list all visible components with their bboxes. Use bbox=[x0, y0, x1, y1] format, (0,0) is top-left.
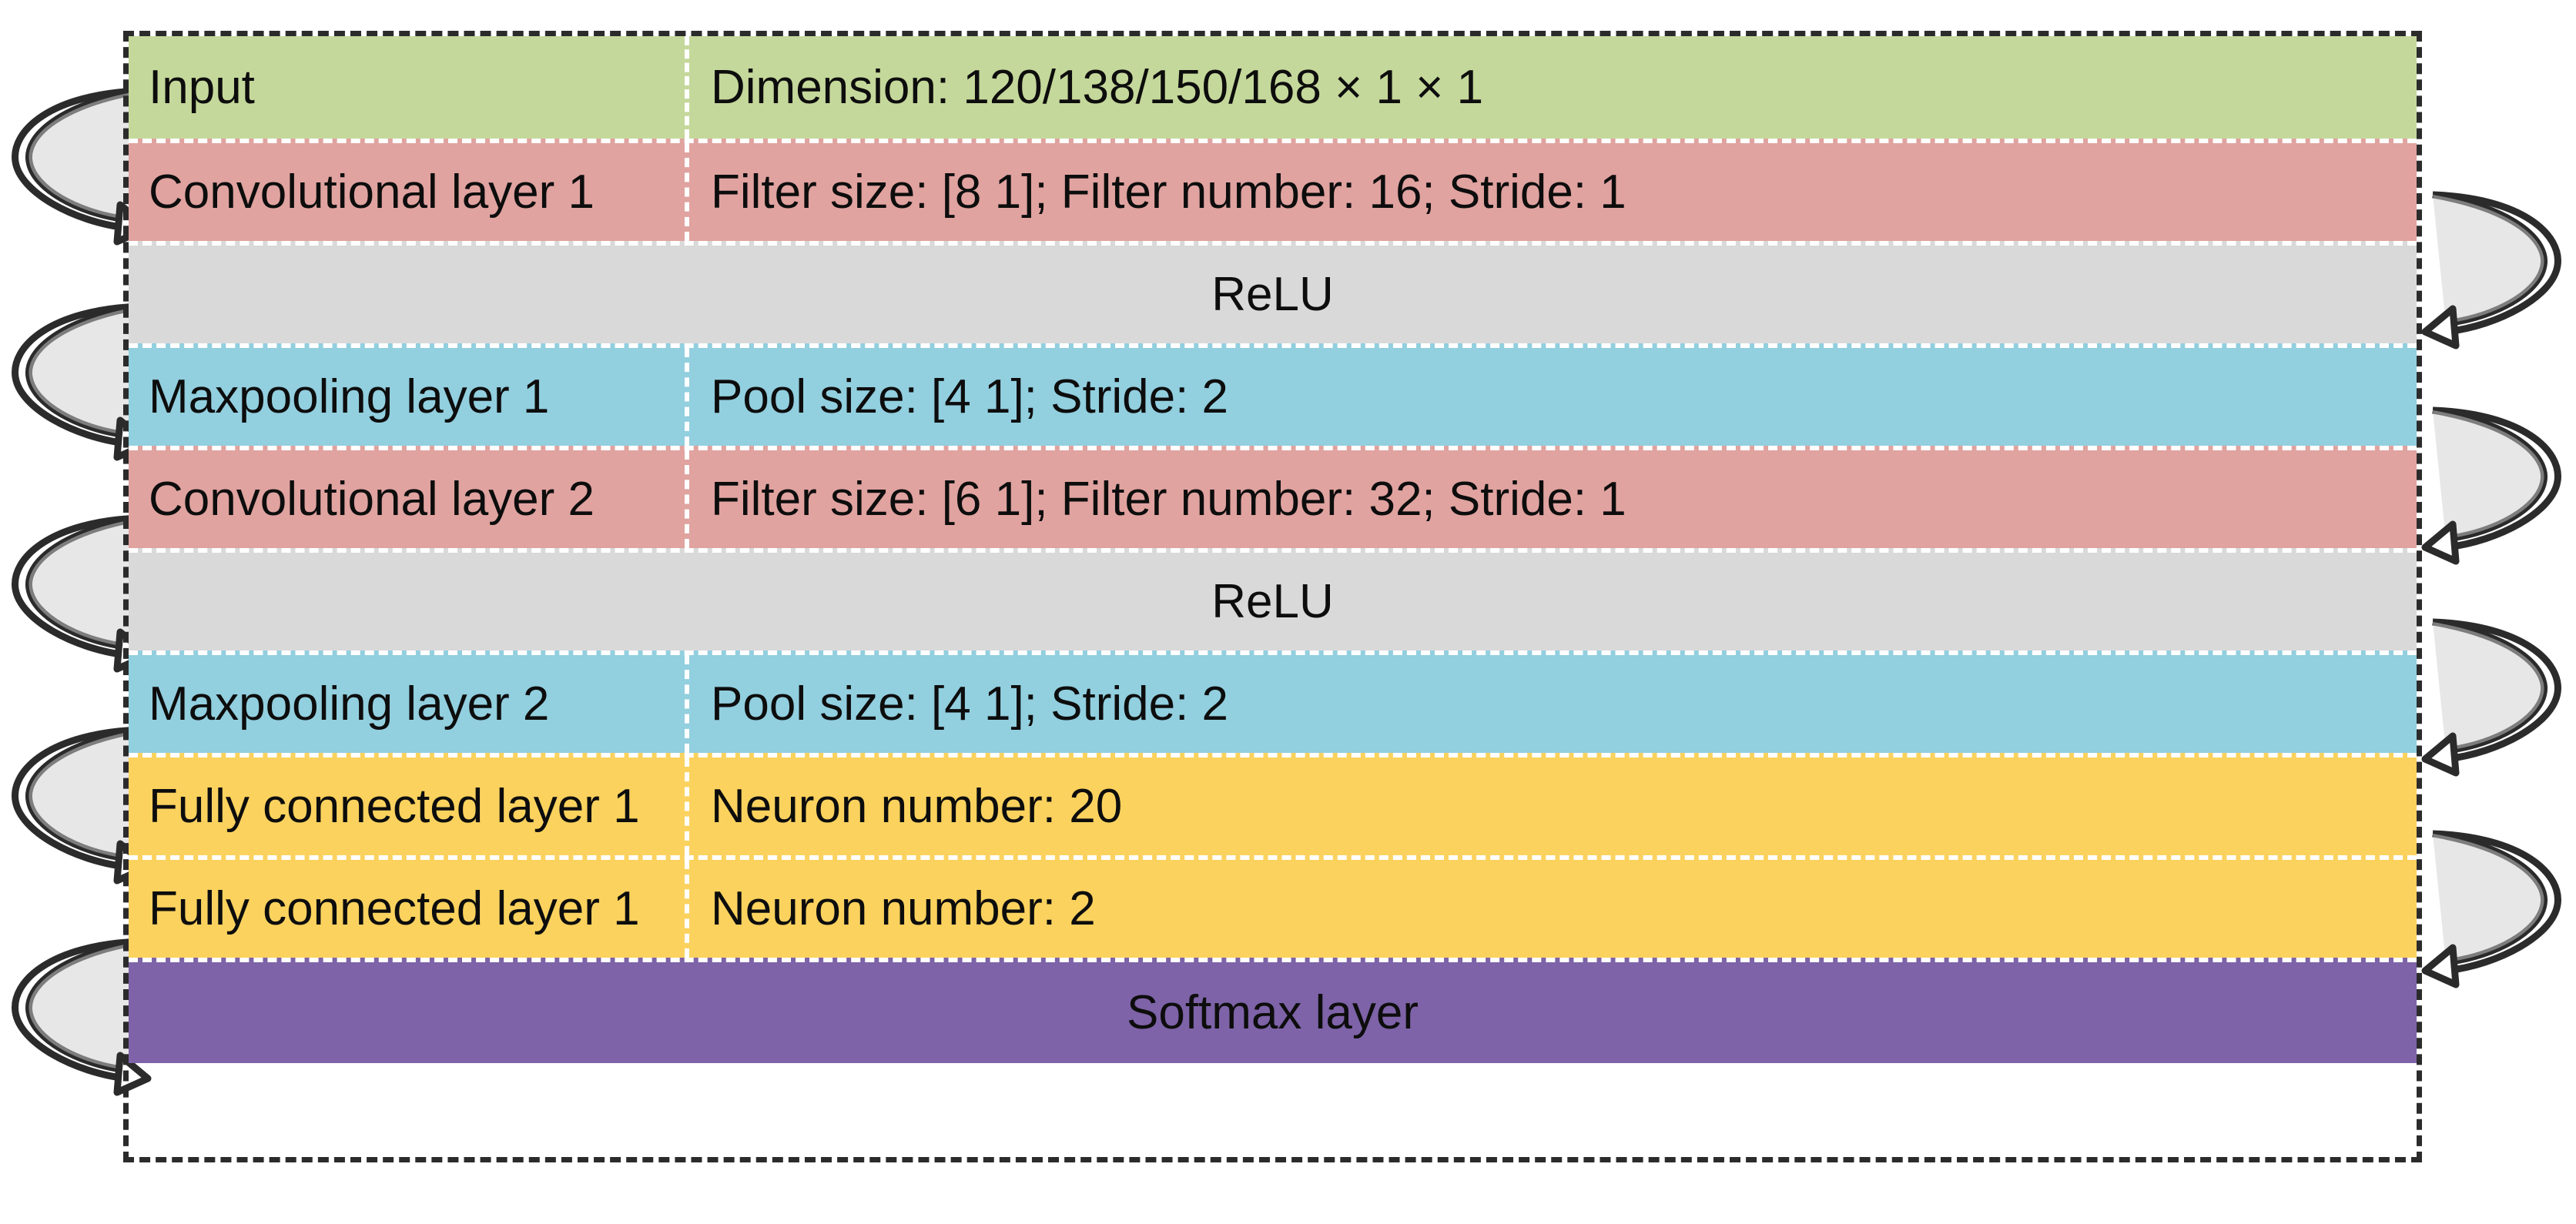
table-row-fc1: Fully connected layer 1 Neuron number: 2… bbox=[129, 753, 2417, 855]
layer-detail-fc2: Neuron number: 2 bbox=[685, 860, 2417, 958]
flow-arrow-right-3 bbox=[2421, 608, 2568, 777]
layer-detail-conv1: Filter size: [8 1]; Filter number: 16; S… bbox=[685, 143, 2417, 241]
layer-name-conv1: Convolutional layer 1 bbox=[149, 165, 595, 219]
flow-arrow-right-1 bbox=[2421, 181, 2568, 349]
layer-name-relu2: ReLU bbox=[1211, 574, 1334, 628]
flow-arrow-right-4 bbox=[2421, 820, 2568, 988]
layer-name-pool1: Maxpooling layer 1 bbox=[149, 370, 550, 423]
table-row-relu2: ReLU bbox=[129, 548, 2417, 650]
layer-detail-pool2: Pool size: [4 1]; Stride: 2 bbox=[685, 655, 2417, 753]
layer-name-softmax: Softmax layer bbox=[1126, 985, 1419, 1039]
layer-detail-input: Dimension: 120/138/150/168 × 1 × 1 bbox=[685, 36, 2417, 139]
layer-name-input: Input bbox=[149, 60, 255, 114]
table-row-fc2: Fully connected layer 1 Neuron number: 2 bbox=[129, 855, 2417, 958]
table-row-softmax: Softmax layer bbox=[129, 958, 2417, 1063]
layer-detail-conv2: Filter size: [6 1]; Filter number: 32; S… bbox=[685, 450, 2417, 548]
table-row-conv1: Convolutional layer 1 Filter size: [8 1]… bbox=[129, 139, 2417, 241]
layer-name-conv2: Convolutional layer 2 bbox=[149, 472, 595, 526]
table-row-pool2: Maxpooling layer 2 Pool size: [4 1]; Str… bbox=[129, 650, 2417, 753]
layer-name-fc1: Fully connected layer 1 bbox=[149, 779, 640, 833]
layer-name-relu1: ReLU bbox=[1211, 267, 1334, 321]
layer-name-fc2: Fully connected layer 1 bbox=[149, 881, 640, 935]
layer-detail-fc1: Neuron number: 20 bbox=[685, 757, 2417, 855]
flow-arrow-right-2 bbox=[2421, 396, 2568, 565]
table-row-conv2: Convolutional layer 2 Filter size: [6 1]… bbox=[129, 446, 2417, 548]
layer-detail-pool1: Pool size: [4 1]; Stride: 2 bbox=[685, 348, 2417, 446]
table-row-pool1: Maxpooling layer 1 Pool size: [4 1]; Str… bbox=[129, 343, 2417, 446]
table-row-relu1: ReLU bbox=[129, 241, 2417, 343]
table-row-input: Input Dimension: 120/138/150/168 × 1 × 1 bbox=[129, 36, 2417, 139]
cnn-architecture-table: Input Dimension: 120/138/150/168 × 1 × 1… bbox=[123, 31, 2422, 1162]
layer-name-pool2: Maxpooling layer 2 bbox=[149, 677, 550, 731]
